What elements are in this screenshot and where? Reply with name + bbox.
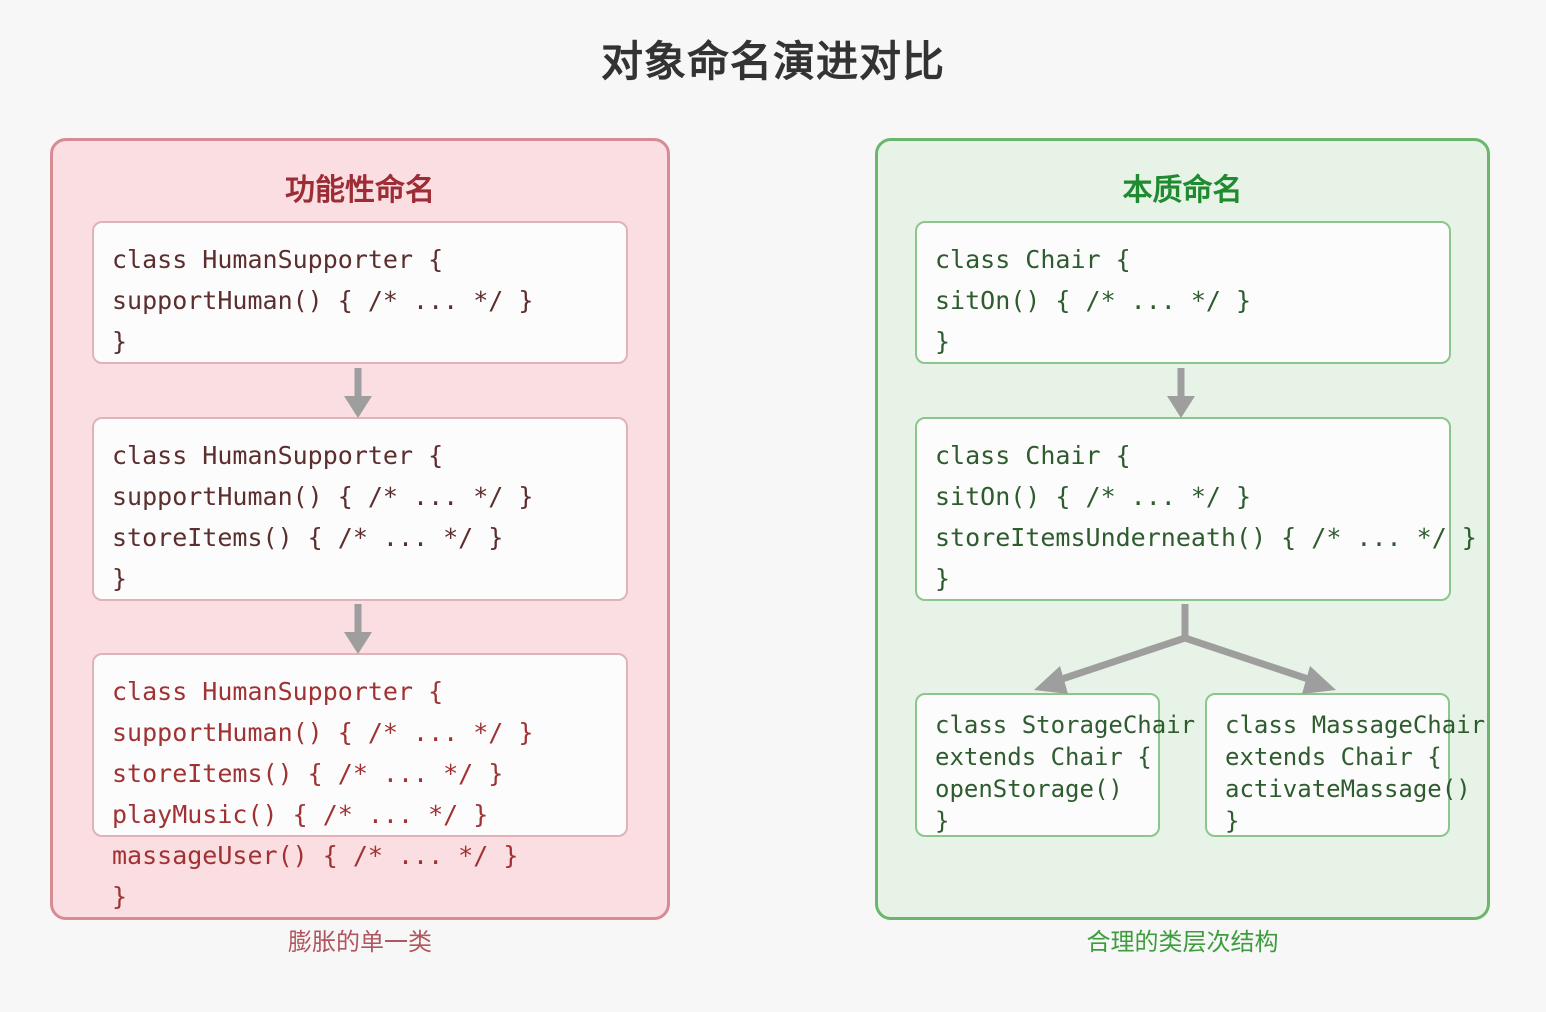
arrow-right-branch-to-subclasses-icon bbox=[1034, 604, 1336, 694]
code-block-left-stage-1: class HumanSupporter { supportHuman() { … bbox=[92, 221, 628, 364]
panel-left-title: 功能性命名 bbox=[285, 174, 435, 207]
arrow-left-stage1-to-stage2-icon bbox=[344, 368, 372, 418]
page-title: 对象命名演进对比 bbox=[600, 38, 945, 85]
code-block-left-stage-3: class HumanSupporter { supportHuman() { … bbox=[92, 653, 628, 911]
caption-right: 合理的类层次结构 bbox=[1086, 929, 1279, 956]
code-block-right-stage-2: class Chair { sitOn() { /* ... */ } stor… bbox=[915, 417, 1477, 601]
code-block-left-stage-2: class HumanSupporter { supportHuman() { … bbox=[92, 417, 628, 601]
code-block-subclass-storage-chair: class StorageChair extends Chair { openS… bbox=[915, 693, 1195, 837]
arrow-right-stage1-to-stage2-icon bbox=[1167, 368, 1195, 418]
arrow-left-stage2-to-stage3-icon bbox=[344, 604, 372, 654]
code-block-right-stage-1: class Chair { sitOn() { /* ... */ } } bbox=[915, 221, 1451, 364]
panel-right-title: 本质命名 bbox=[1122, 174, 1243, 207]
code-block-subclass-massage-chair: class MassageChair extends Chair { activ… bbox=[1205, 693, 1485, 837]
caption-left: 膨胀的单一类 bbox=[288, 929, 432, 956]
